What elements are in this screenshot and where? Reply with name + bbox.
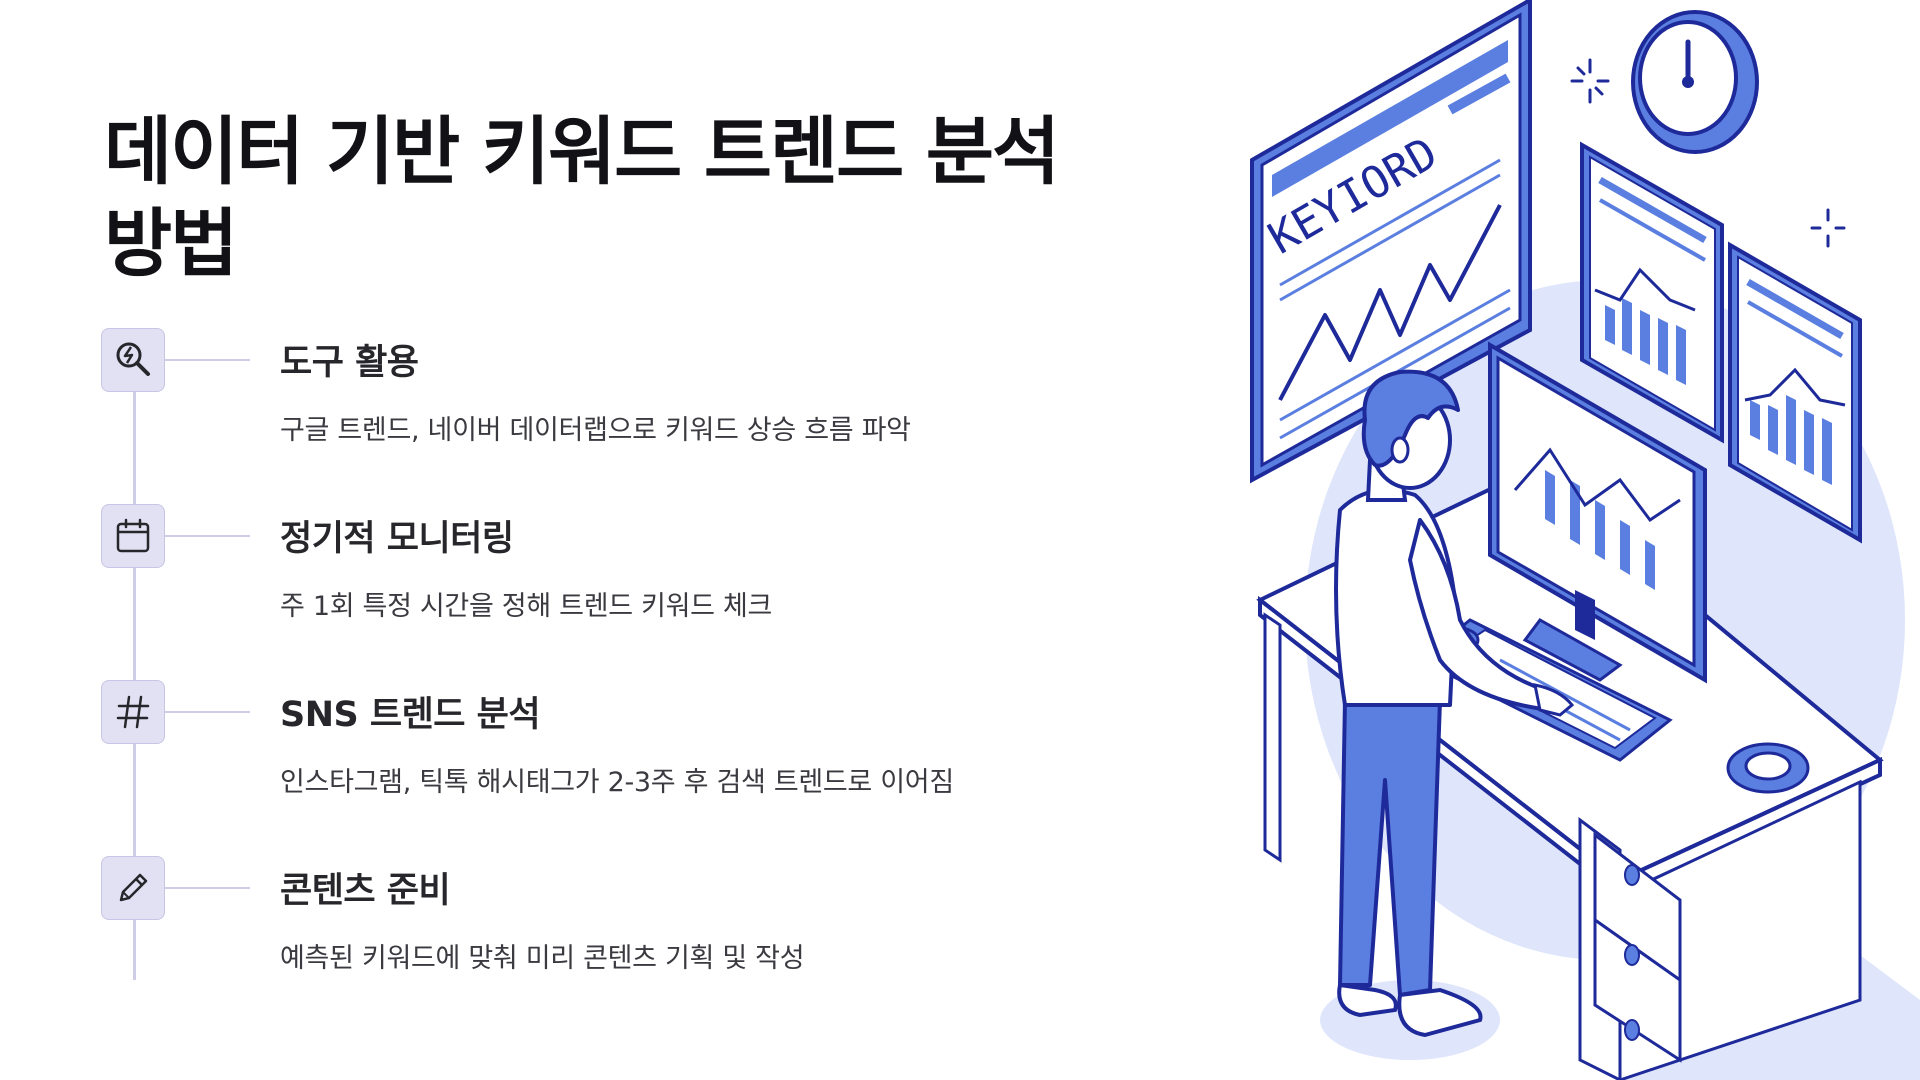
desk-gadget [1726, 742, 1810, 794]
step-sns-trend: SNS 트렌드 분석 인스타그램, 틱톡 해시태그가 2-3주 후 검색 트렌드… [0, 680, 1100, 840]
search-analytics-icon [101, 328, 165, 392]
step-connector [165, 359, 250, 361]
sparkle-icon [1570, 58, 1610, 104]
step-title: 도구 활용 [280, 343, 419, 383]
step-title: SNS 트렌드 분석 [280, 695, 541, 735]
step-description: 예측된 키워드에 맞춰 미리 콘텐츠 기획 및 작성 [280, 943, 805, 974]
step-title: 콘텐츠 준비 [280, 871, 451, 911]
step-title: 정기적 모니터링 [280, 519, 514, 559]
pencil-icon [101, 856, 165, 920]
bar-chart-panel [1580, 141, 1724, 444]
step-tool-usage: 도구 활용 구글 트렌드, 네이버 데이터랩으로 키워드 상승 흐름 파악 [0, 328, 1100, 488]
calendar-icon [101, 504, 165, 568]
page-title: 데이터 기반 키워드 트렌드 분석 방법 [104, 109, 1060, 287]
step-connector [165, 887, 250, 889]
bar-chart-panel-secondary [1728, 241, 1862, 544]
step-description: 인스타그램, 틱톡 해시태그가 2-3주 후 검색 트렌드로 이어짐 [280, 767, 954, 798]
keyword-analysis-illustration: KEYIORD [1250, 0, 1920, 1080]
hashtag-icon [101, 680, 165, 744]
person [1334, 369, 1575, 1038]
step-description: 구글 트렌드, 네이버 데이터랩으로 키워드 상승 흐름 파악 [280, 415, 911, 446]
step-connector [165, 711, 250, 713]
clock-icon [1631, 10, 1759, 154]
timeline-line [133, 360, 136, 980]
keyword-panel: KEYIORD [1250, 0, 1532, 484]
step-connector [165, 535, 250, 537]
monitor [1488, 341, 1707, 684]
step-content-preparation: 콘텐츠 준비 예측된 키워드에 맞춰 미리 콘텐츠 기획 및 작성 [0, 856, 1100, 1016]
step-description: 주 1회 특정 시간을 정해 트렌드 키워드 체크 [280, 591, 773, 622]
step-regular-monitoring: 정기적 모니터링 주 1회 특정 시간을 정해 트렌드 키워드 체크 [0, 504, 1100, 664]
